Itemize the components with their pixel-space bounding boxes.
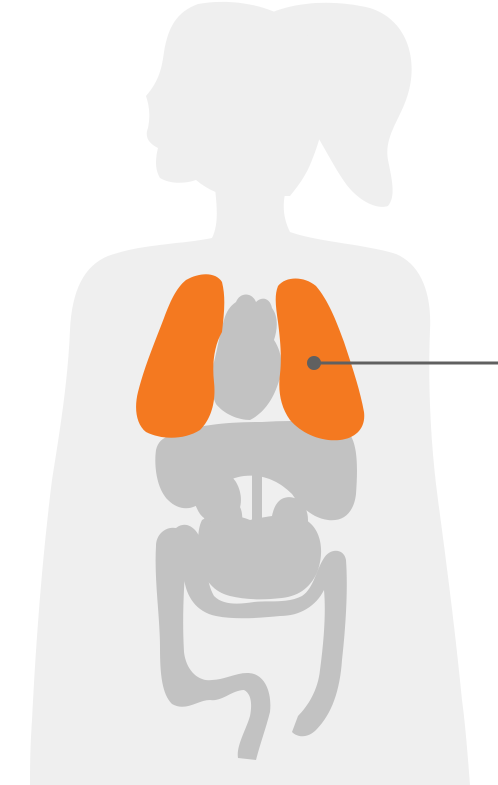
- pointer-dot: [307, 356, 321, 370]
- aorta: [252, 430, 262, 590]
- head: [146, 2, 326, 198]
